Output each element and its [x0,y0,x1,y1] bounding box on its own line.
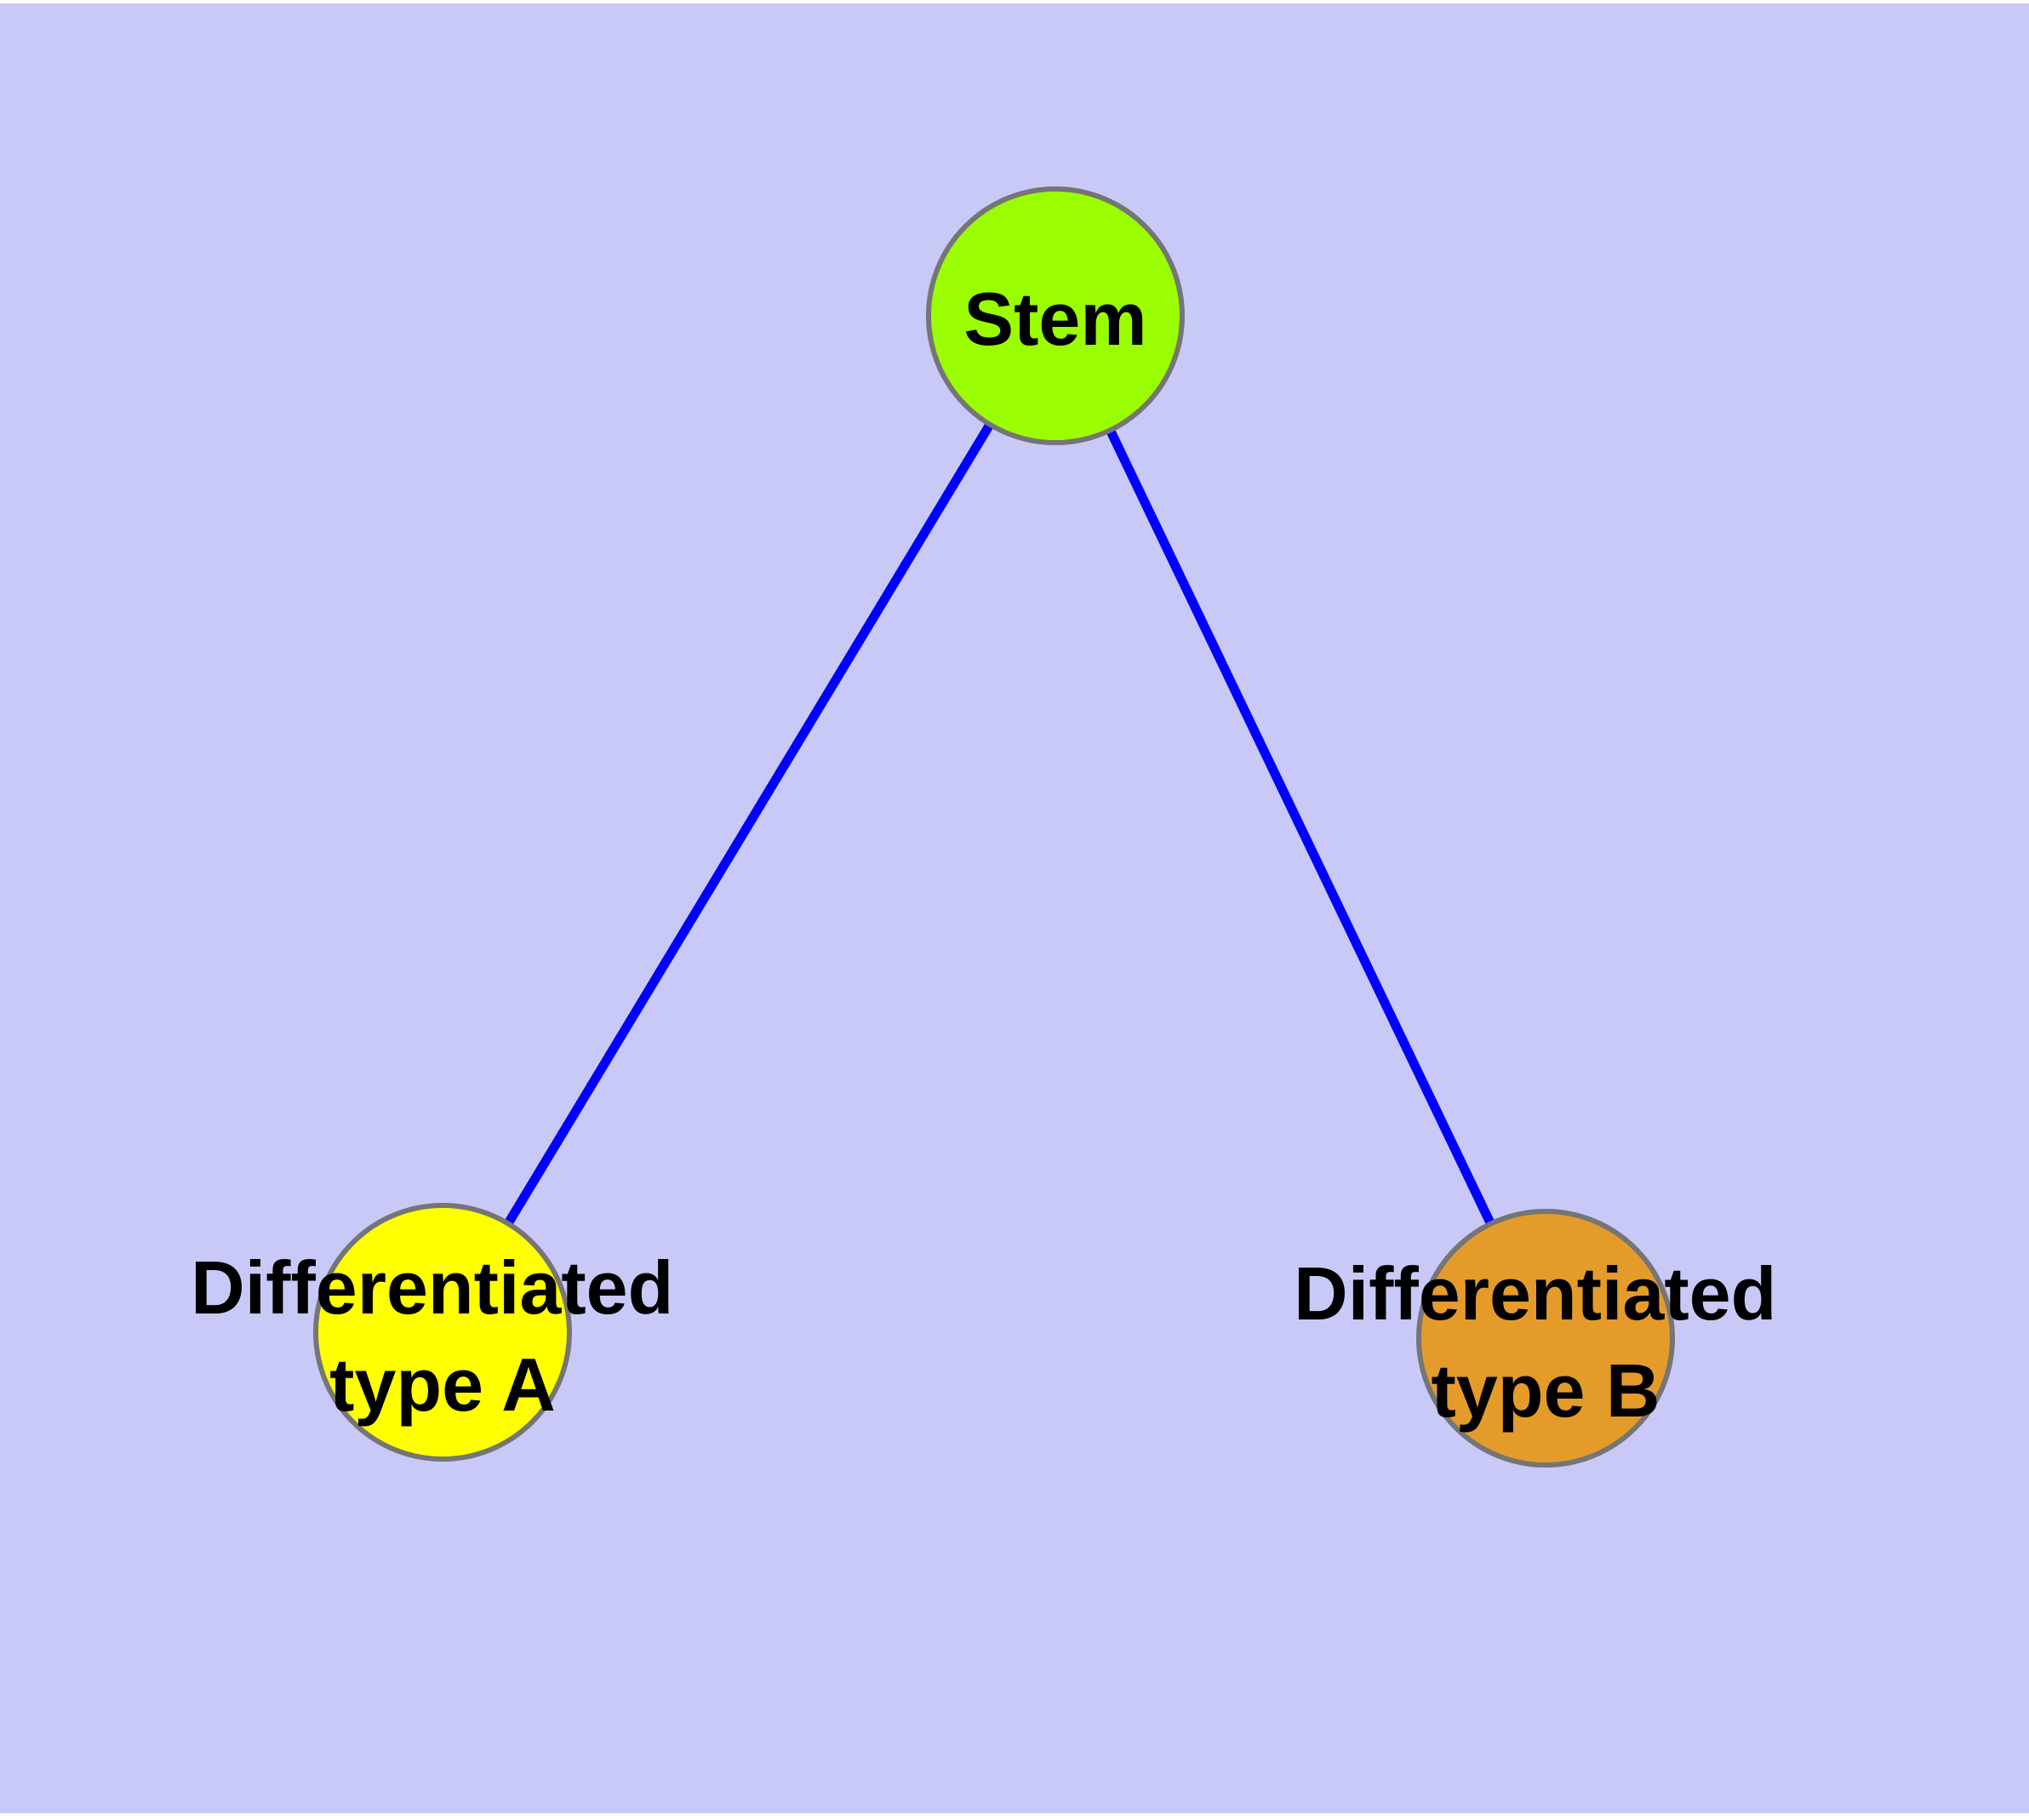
edge-stem-to-type-a [438,313,1060,1335]
label-layer: Stem Differentiated type A Differentiate… [191,277,1798,1433]
node-type-b-label: Differentiated type B [1294,1251,1798,1433]
node-type-a-label-line2: type A [329,1342,556,1427]
edge-stem-to-type-b [1051,313,1550,1341]
node-type-a-label-line1: Differentiated [191,1245,673,1330]
node-stem-label: Stem [963,277,1146,361]
node-layer [313,186,1675,1468]
node-differentiated-type-a [313,1203,572,1462]
node-type-a-label: Differentiated type A [191,1245,694,1427]
node-differentiated-type-b [1416,1209,1675,1468]
node-stem [926,186,1185,445]
node-type-b-label-line1: Differentiated [1294,1251,1776,1336]
edge-layer [438,313,1550,1341]
node-type-b-label-line2: type B [1432,1348,1660,1433]
